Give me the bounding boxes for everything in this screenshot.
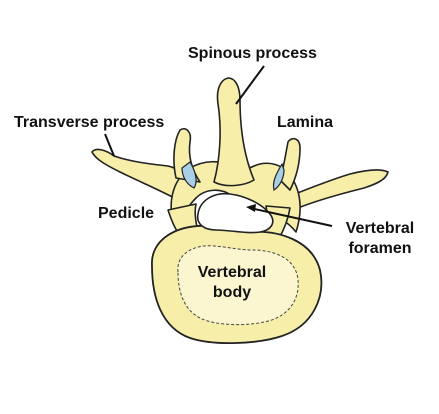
label-lamina: Lamina — [277, 114, 334, 131]
vertebral-body-inner — [177, 245, 299, 326]
label-vertebral-foramen-line2: foramen — [348, 240, 412, 257]
label-vertebral-body: Vertebral body — [186, 263, 278, 303]
label-transverse-process: Transverse process — [14, 114, 165, 131]
label-vertebral-foramen: Vertebral foramen — [332, 219, 428, 259]
label-pedicle: Pedicle — [98, 205, 155, 222]
spinous-process-shape — [213, 77, 255, 187]
leader-vertebral-foramen-arrowhead — [246, 204, 256, 212]
transverse-process-left-shape — [91, 148, 191, 201]
leader-transverse-process — [104, 133, 115, 157]
label-vertebral-body-line1: Vertebral — [197, 264, 267, 281]
label-vertebral-body-line2: body — [212, 284, 252, 301]
transverse-process-right-shape — [289, 169, 389, 209]
leader-vertebral-foramen — [249, 207, 333, 227]
articular-cartilage-left — [181, 161, 197, 189]
articular-process-right-shape — [279, 137, 301, 191]
articular-cartilage-right — [272, 162, 285, 191]
label-vertebral-foramen-line1: Vertebral — [345, 220, 415, 237]
leader-spinous-process — [235, 65, 265, 105]
vertebral-foramen-shape — [196, 192, 274, 234]
label-spinous-process: Spinous process — [188, 45, 317, 62]
